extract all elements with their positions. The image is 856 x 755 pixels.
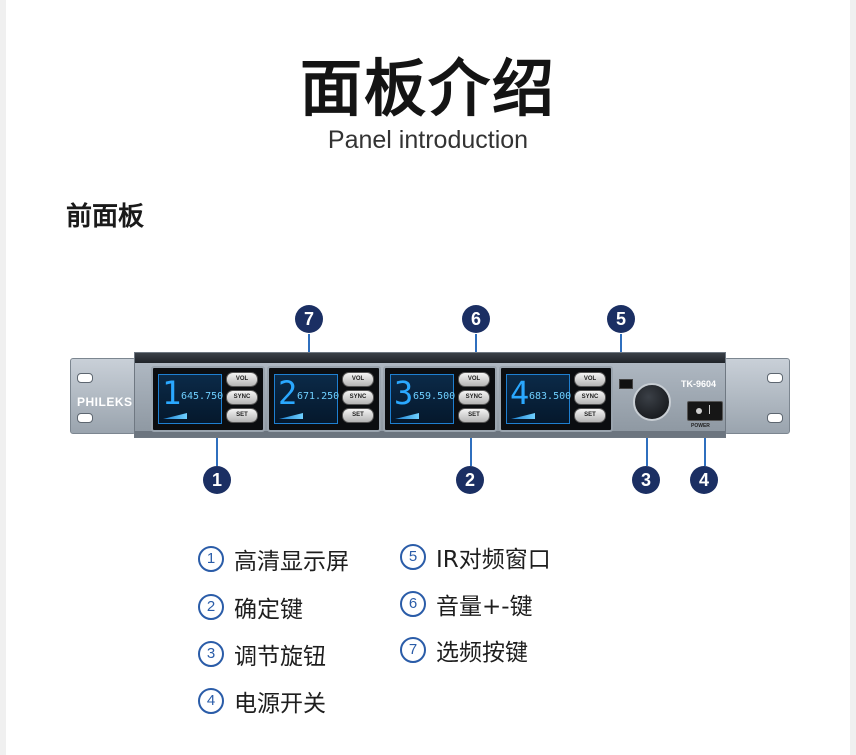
vol-button[interactable]: VOL — [458, 372, 490, 387]
legend-number: 3 — [198, 641, 224, 667]
set-button[interactable]: SET — [226, 408, 258, 423]
rack-ear-left: PHILEKS — [70, 358, 136, 434]
page-subtitle: Panel introduction — [327, 126, 529, 154]
left-edge — [0, 0, 6, 755]
sync-button[interactable]: SYNC — [226, 390, 258, 405]
callout-line-2 — [470, 418, 472, 466]
legend-number: 7 — [400, 637, 426, 663]
set-button[interactable]: SET — [458, 408, 490, 423]
legend-item: 6 音量+-键 — [400, 587, 533, 621]
callout-badge-5: 5 — [607, 305, 635, 333]
frequency-readout: 671.250 — [297, 391, 340, 402]
legend-item: 7 选频按键 — [400, 633, 528, 667]
legend-number: 2 — [198, 594, 224, 620]
frequency-readout: 683.500 — [529, 391, 572, 402]
legend-item: 2 确定键 — [198, 590, 303, 624]
callout-badge-4: 4 — [690, 466, 718, 494]
callout-badge-7: 7 — [295, 305, 323, 333]
chassis-bottom — [135, 431, 725, 437]
callout-badge-6: 6 — [462, 305, 490, 333]
sync-button[interactable]: SYNC — [342, 390, 374, 405]
legend-item: 4 电源开关 — [198, 684, 326, 718]
rack-slot — [767, 373, 783, 383]
channel-3-module: 3 659.500 VOL SYNC SET — [383, 366, 497, 432]
legend-number: 5 — [400, 544, 426, 570]
page-title: 面板介绍 — [299, 52, 556, 125]
section-title: 前面板 — [66, 202, 145, 232]
legend-label: 电源开关 — [234, 691, 326, 717]
chassis-top — [135, 353, 725, 363]
rack-slot — [77, 373, 93, 383]
set-button[interactable]: SET — [574, 408, 606, 423]
legend-label: 调节旋钮 — [234, 644, 326, 670]
wireless-receiver-front-panel: PHILEKS 1 645.750 VOL SYNC SET 2 671.250 — [70, 352, 790, 438]
channel-4-module: 4 683.500 VOL SYNC SET — [499, 366, 613, 432]
lcd-display: 1 645.750 — [158, 374, 224, 424]
lcd-display: 3 659.500 — [390, 374, 456, 424]
callout-line-1 — [216, 420, 218, 466]
callout-badge-2: 2 — [456, 466, 484, 494]
power-switch[interactable]: | — [687, 401, 723, 421]
power-indicator-icon — [696, 408, 702, 414]
power-label: POWER — [691, 423, 710, 429]
channel-number: 3 — [394, 374, 414, 412]
power-symbol-icon: | — [708, 405, 712, 415]
signal-bar-icon — [163, 413, 187, 419]
legend-item: 5 IR对频窗口 — [400, 540, 551, 574]
legend-label: 高清显示屏 — [234, 549, 349, 575]
callout-badge-1: 1 — [203, 466, 231, 494]
channel-number: 1 — [162, 374, 182, 412]
rack-slot — [77, 413, 93, 423]
signal-bar-icon — [511, 413, 535, 419]
legend-label: 选频按键 — [436, 640, 528, 666]
legend-number: 4 — [198, 688, 224, 714]
signal-bar-icon — [279, 413, 303, 419]
set-button[interactable]: SET — [342, 408, 374, 423]
signal-bar-icon — [395, 413, 419, 419]
callout-line-4 — [704, 416, 706, 466]
channel-1-module: 1 645.750 VOL SYNC SET — [151, 366, 265, 432]
ir-window-icon — [619, 379, 633, 389]
legend-item: 3 调节旋钮 — [198, 637, 326, 671]
legend-item: 1 高清显示屏 — [198, 542, 349, 576]
vol-button[interactable]: VOL — [226, 372, 258, 387]
frequency-readout: 659.500 — [413, 391, 456, 402]
rack-ear-right — [724, 358, 790, 434]
rack-slot — [767, 413, 783, 423]
vol-button[interactable]: VOL — [342, 372, 374, 387]
chassis: 1 645.750 VOL SYNC SET 2 671.250 VOL SYN… — [134, 352, 726, 438]
sync-button[interactable]: SYNC — [458, 390, 490, 405]
right-edge — [850, 0, 856, 755]
legend-label: 音量+-键 — [436, 594, 533, 620]
brand-logo: PHILEKS — [77, 395, 133, 409]
callout-badge-3: 3 — [632, 466, 660, 494]
channel-number: 4 — [510, 374, 530, 412]
legend-number: 6 — [400, 591, 426, 617]
legend-label: 确定键 — [234, 597, 303, 623]
sync-button[interactable]: SYNC — [574, 390, 606, 405]
lcd-display: 4 683.500 — [506, 374, 572, 424]
legend-label: IR对频窗口 — [436, 547, 551, 573]
adjust-knob[interactable] — [633, 383, 671, 421]
vol-button[interactable]: VOL — [574, 372, 606, 387]
lcd-display: 2 671.250 — [274, 374, 340, 424]
channel-2-module: 2 671.250 VOL SYNC SET — [267, 366, 381, 432]
channel-number: 2 — [278, 374, 298, 412]
frequency-readout: 645.750 — [181, 391, 224, 402]
model-label: TK-9604 — [681, 379, 717, 389]
legend-number: 1 — [198, 546, 224, 572]
